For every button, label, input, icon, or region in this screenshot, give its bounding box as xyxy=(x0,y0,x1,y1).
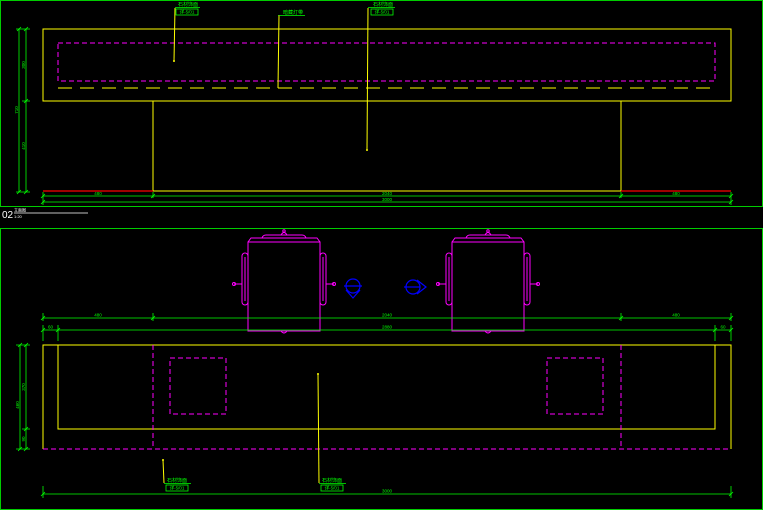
plan-dimensions-row2: 60 2880 60 xyxy=(40,325,734,341)
callout-ref: 详-5/01 xyxy=(325,485,340,492)
plan-overall-dimension: 3000 xyxy=(40,486,734,498)
basin-left xyxy=(232,229,336,334)
counter-inner-edge xyxy=(57,345,716,430)
basin-pin-left-cap xyxy=(436,282,440,286)
callout-leader-dot xyxy=(366,149,368,151)
vdim-label-total: 460 xyxy=(15,401,20,409)
dim-label-center: 2040 xyxy=(382,191,393,196)
callout-ref-box xyxy=(175,8,199,16)
dim-label-left: 480 xyxy=(94,313,102,318)
callout-stone-finish-left: 石材饰面 详-5/01 xyxy=(173,1,200,62)
callout-ref-box xyxy=(320,484,344,492)
dim-label-overall: 3000 xyxy=(382,197,393,202)
basin-handle-left xyxy=(445,252,453,306)
vertical-dimension-lines xyxy=(19,345,27,449)
callout-leader xyxy=(173,7,176,62)
callout-leader xyxy=(277,15,280,89)
basin-pin-right-cap xyxy=(332,282,336,286)
dimension-extension-lines xyxy=(42,325,732,341)
basin-handle-left xyxy=(241,252,249,306)
callout-leader xyxy=(366,7,369,151)
vertical-dimension-lines xyxy=(18,29,27,192)
view-title: 立面图 xyxy=(14,207,26,213)
basin-handle-right xyxy=(523,252,531,306)
vertical-dimension-ticks xyxy=(17,342,29,452)
dimension-ticks xyxy=(40,491,734,497)
vdim-label-lower: 410 xyxy=(21,142,26,150)
callout-text: 石材饰面 xyxy=(322,477,342,484)
dimension-ticks xyxy=(40,193,734,199)
dimension-ticks-overall xyxy=(40,199,734,205)
basin-rim xyxy=(247,237,321,243)
dim-label-left: 480 xyxy=(94,191,102,196)
dimension-ticks xyxy=(40,327,734,333)
basin-knob-top xyxy=(486,229,490,233)
basin-lid xyxy=(261,234,307,239)
callout-ref-box xyxy=(165,484,189,492)
dimension-extension-lines xyxy=(42,192,732,205)
view-symbol-arrow-down-icon xyxy=(345,289,361,299)
callout-text: 石材饰面 xyxy=(178,1,198,8)
dimension-ticks xyxy=(40,315,734,321)
view-scale: 1:20 xyxy=(14,214,23,219)
dim-label-overall: 3000 xyxy=(382,489,393,494)
callout-text: 石材饰面 xyxy=(167,477,187,484)
view-title-block: 02 立面图 1:20 xyxy=(2,207,88,221)
basin-handle-right xyxy=(319,252,327,306)
plan-callout-left: 石材饰面 详-5/01 xyxy=(162,459,191,492)
counter-plan-outline xyxy=(42,344,732,449)
view-symbol-arrow-right-icon xyxy=(416,279,427,295)
basin-rim xyxy=(451,237,525,243)
elevation-vertical-dimensions: 300 410 710 xyxy=(14,26,30,195)
callout-ref: 详-5/01 xyxy=(375,9,390,16)
view-direction-symbol-right xyxy=(404,279,427,295)
callout-text: 石材饰面 xyxy=(373,1,393,8)
vdim-label-upper: 370 xyxy=(21,383,26,391)
callout-ref: 详-5/01 xyxy=(170,485,185,492)
basin-pin-left-cap xyxy=(232,282,236,286)
plan-callout-center: 石材饰面 详-5/01 xyxy=(317,373,346,492)
vertical-dimension-ticks xyxy=(16,26,29,195)
callout-ref: 详-5/01 xyxy=(180,9,195,16)
basin-foot xyxy=(280,330,288,334)
basin-cutout-right xyxy=(546,357,604,415)
vdim-label-upper: 300 xyxy=(21,61,26,69)
plan-dimensions-row1: 480 2040 480 xyxy=(40,313,734,321)
basin-cutout-left xyxy=(169,357,227,415)
elevation-horizontal-dimensions: 480 2040 480 3000 xyxy=(40,191,734,205)
view-direction-symbol-down xyxy=(344,278,362,299)
dim-label-right: 480 xyxy=(672,191,680,196)
basin-right xyxy=(436,229,540,334)
dim-label-right: 60 xyxy=(720,325,726,330)
dim-label-center: 2880 xyxy=(382,325,393,330)
dim-label-left: 60 xyxy=(48,325,54,330)
elevation-view: 480 2040 480 3000 300 410 710 石材饰面 详-5/0… xyxy=(0,0,763,207)
view-number: 02 xyxy=(2,210,14,221)
dim-label-right: 480 xyxy=(672,313,680,318)
dimension-extension-lines xyxy=(42,313,732,321)
callout-ref-box xyxy=(370,8,394,16)
dimension-extension-lines xyxy=(42,486,732,498)
vdim-label-lower: 90 xyxy=(21,436,26,442)
basin-pin-right-cap xyxy=(536,282,540,286)
basin-lid xyxy=(465,234,511,239)
plan-view: 480 2040 480 60 2880 60 370 90 460 xyxy=(0,228,763,510)
hidden-recess-outline xyxy=(57,42,716,82)
callout-leader xyxy=(162,459,165,484)
counter-top-outline xyxy=(42,28,732,102)
basin-foot xyxy=(484,330,492,334)
callout-text: 暗藏灯带 xyxy=(283,9,303,16)
plan-vertical-dimensions: 370 90 460 xyxy=(15,342,30,452)
basin-knob-top xyxy=(282,229,286,233)
vdim-label-total: 710 xyxy=(14,106,19,114)
callout-leader xyxy=(317,373,320,484)
dim-label-center: 2040 xyxy=(382,313,393,318)
callout-concealed-light: 暗藏灯带 xyxy=(277,9,305,89)
callout-stone-finish-right: 石材饰面 详-5/01 xyxy=(366,1,395,151)
callout-leader-dot xyxy=(173,60,175,62)
